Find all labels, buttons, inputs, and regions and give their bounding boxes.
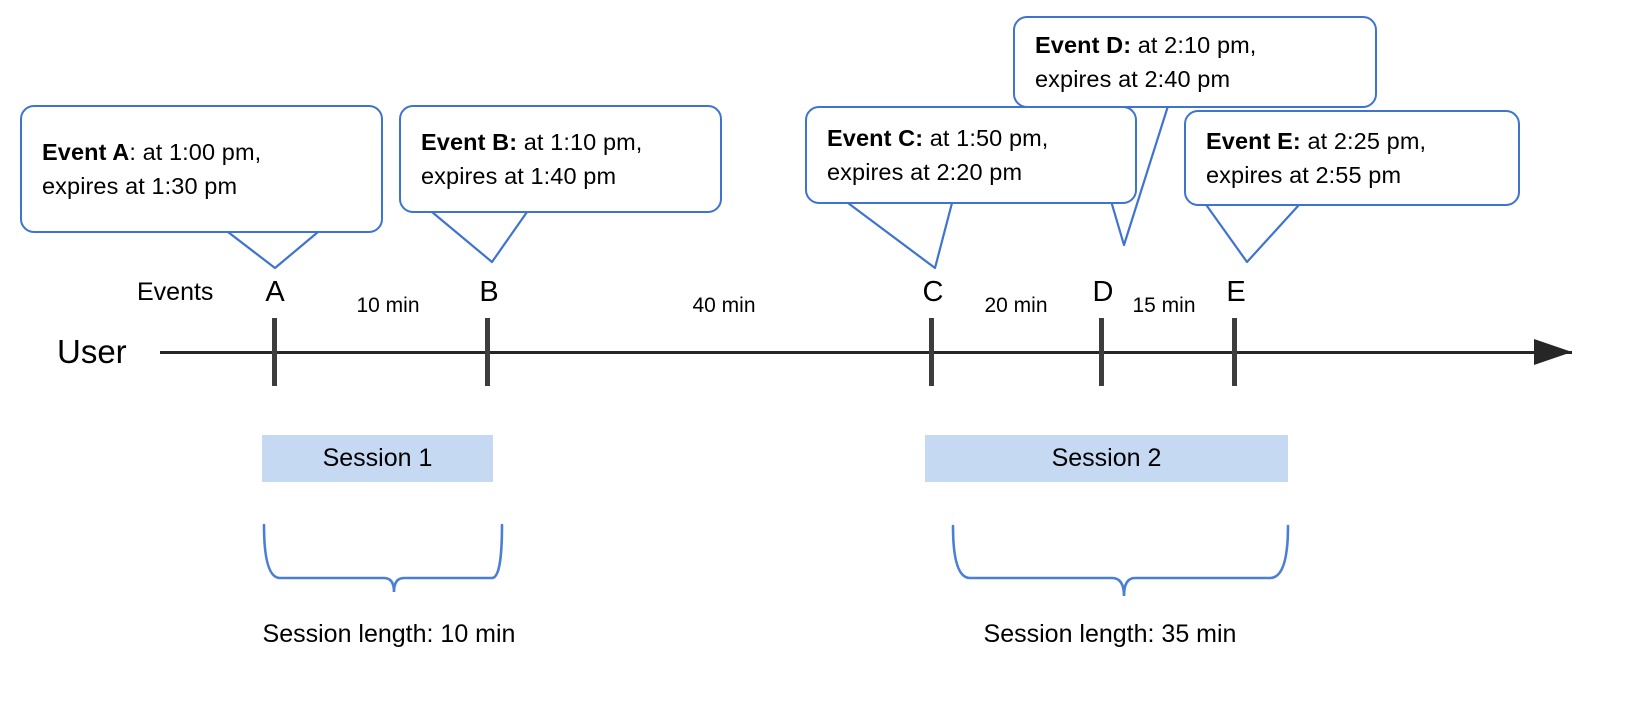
callout-event-d-text: Event D: at 2:10 pm, expires at 2:40 pm	[1015, 28, 1272, 96]
tail-event-c	[846, 201, 954, 270]
axis-row-label: User	[57, 333, 127, 370]
callout-event-c-bold: Event C: at 1:50 pm,	[827, 125, 1049, 151]
callout-event-e-line2: expires at 2:55 pm	[1206, 162, 1402, 188]
callout-event-b-bold: Event B: at 1:10 pm,	[421, 129, 643, 155]
timeline-axis-line	[160, 351, 1572, 354]
brace-session-1	[262, 523, 504, 593]
gap-label-b-c: 40 min	[692, 294, 756, 317]
session-length-label-1: Session length: 10 min	[262, 620, 516, 648]
tick-label-d: D	[1092, 276, 1114, 308]
tick-event-d[interactable]	[1099, 318, 1104, 386]
tick-label-c: C	[922, 276, 944, 308]
tick-label-b: B	[479, 276, 499, 308]
events-row-label: Events	[137, 278, 214, 306]
session-block-1[interactable]: Session 1	[262, 435, 493, 482]
tail-event-e	[1205, 204, 1300, 264]
tick-event-c[interactable]	[929, 318, 934, 386]
callout-event-c[interactable]: Event C: at 1:50 pm, expires at 2:20 pm	[805, 106, 1137, 204]
callout-event-c-text: Event C: at 1:50 pm, expires at 2:20 pm	[807, 121, 1064, 189]
callout-event-e[interactable]: Event E: at 2:25 pm, expires at 2:55 pm	[1184, 110, 1520, 206]
tick-label-e: E	[1226, 276, 1246, 308]
callout-event-c-line2: expires at 2:20 pm	[827, 159, 1023, 185]
callout-event-e-text: Event E: at 2:25 pm, expires at 2:55 pm	[1186, 124, 1442, 192]
callout-event-a-text: Event A: at 1:00 pm, expires at 1:30 pm	[22, 135, 277, 203]
gap-label-a-b: 10 min	[356, 294, 420, 317]
brace-session-2	[951, 524, 1290, 597]
callout-event-a-line2: expires at 1:30 pm	[42, 173, 238, 199]
session-length-label-2: Session length: 35 min	[983, 620, 1237, 648]
callout-event-a[interactable]: Event A: at 1:00 pm, expires at 1:30 pm	[20, 105, 383, 233]
callout-event-b[interactable]: Event B: at 1:10 pm, expires at 1:40 pm	[399, 105, 722, 213]
session-block-2[interactable]: Session 2	[925, 435, 1288, 482]
tick-label-a: A	[265, 276, 285, 308]
callout-event-d-line2: expires at 2:40 pm	[1035, 66, 1231, 92]
callout-event-d-bold: Event D: at 2:10 pm,	[1035, 32, 1257, 58]
tail-event-b	[430, 210, 529, 264]
tail-event-a	[226, 230, 320, 270]
tick-event-a[interactable]	[272, 318, 277, 386]
timeline-arrow-icon	[1534, 339, 1572, 365]
callout-event-b-line2: expires at 1:40 pm	[421, 163, 617, 189]
callout-event-d[interactable]: Event D: at 2:10 pm, expires at 2:40 pm	[1013, 16, 1377, 108]
gap-label-c-d: 20 min	[984, 294, 1048, 317]
callout-event-b-text: Event B: at 1:10 pm, expires at 1:40 pm	[401, 125, 658, 193]
callout-event-e-bold: Event E: at 2:25 pm,	[1206, 128, 1427, 154]
tick-event-e[interactable]	[1232, 318, 1237, 386]
callout-event-a-bold: Event A: at 1:00 pm,	[42, 139, 262, 165]
gap-label-d-e: 15 min	[1132, 294, 1196, 317]
tick-event-b[interactable]	[485, 318, 490, 386]
